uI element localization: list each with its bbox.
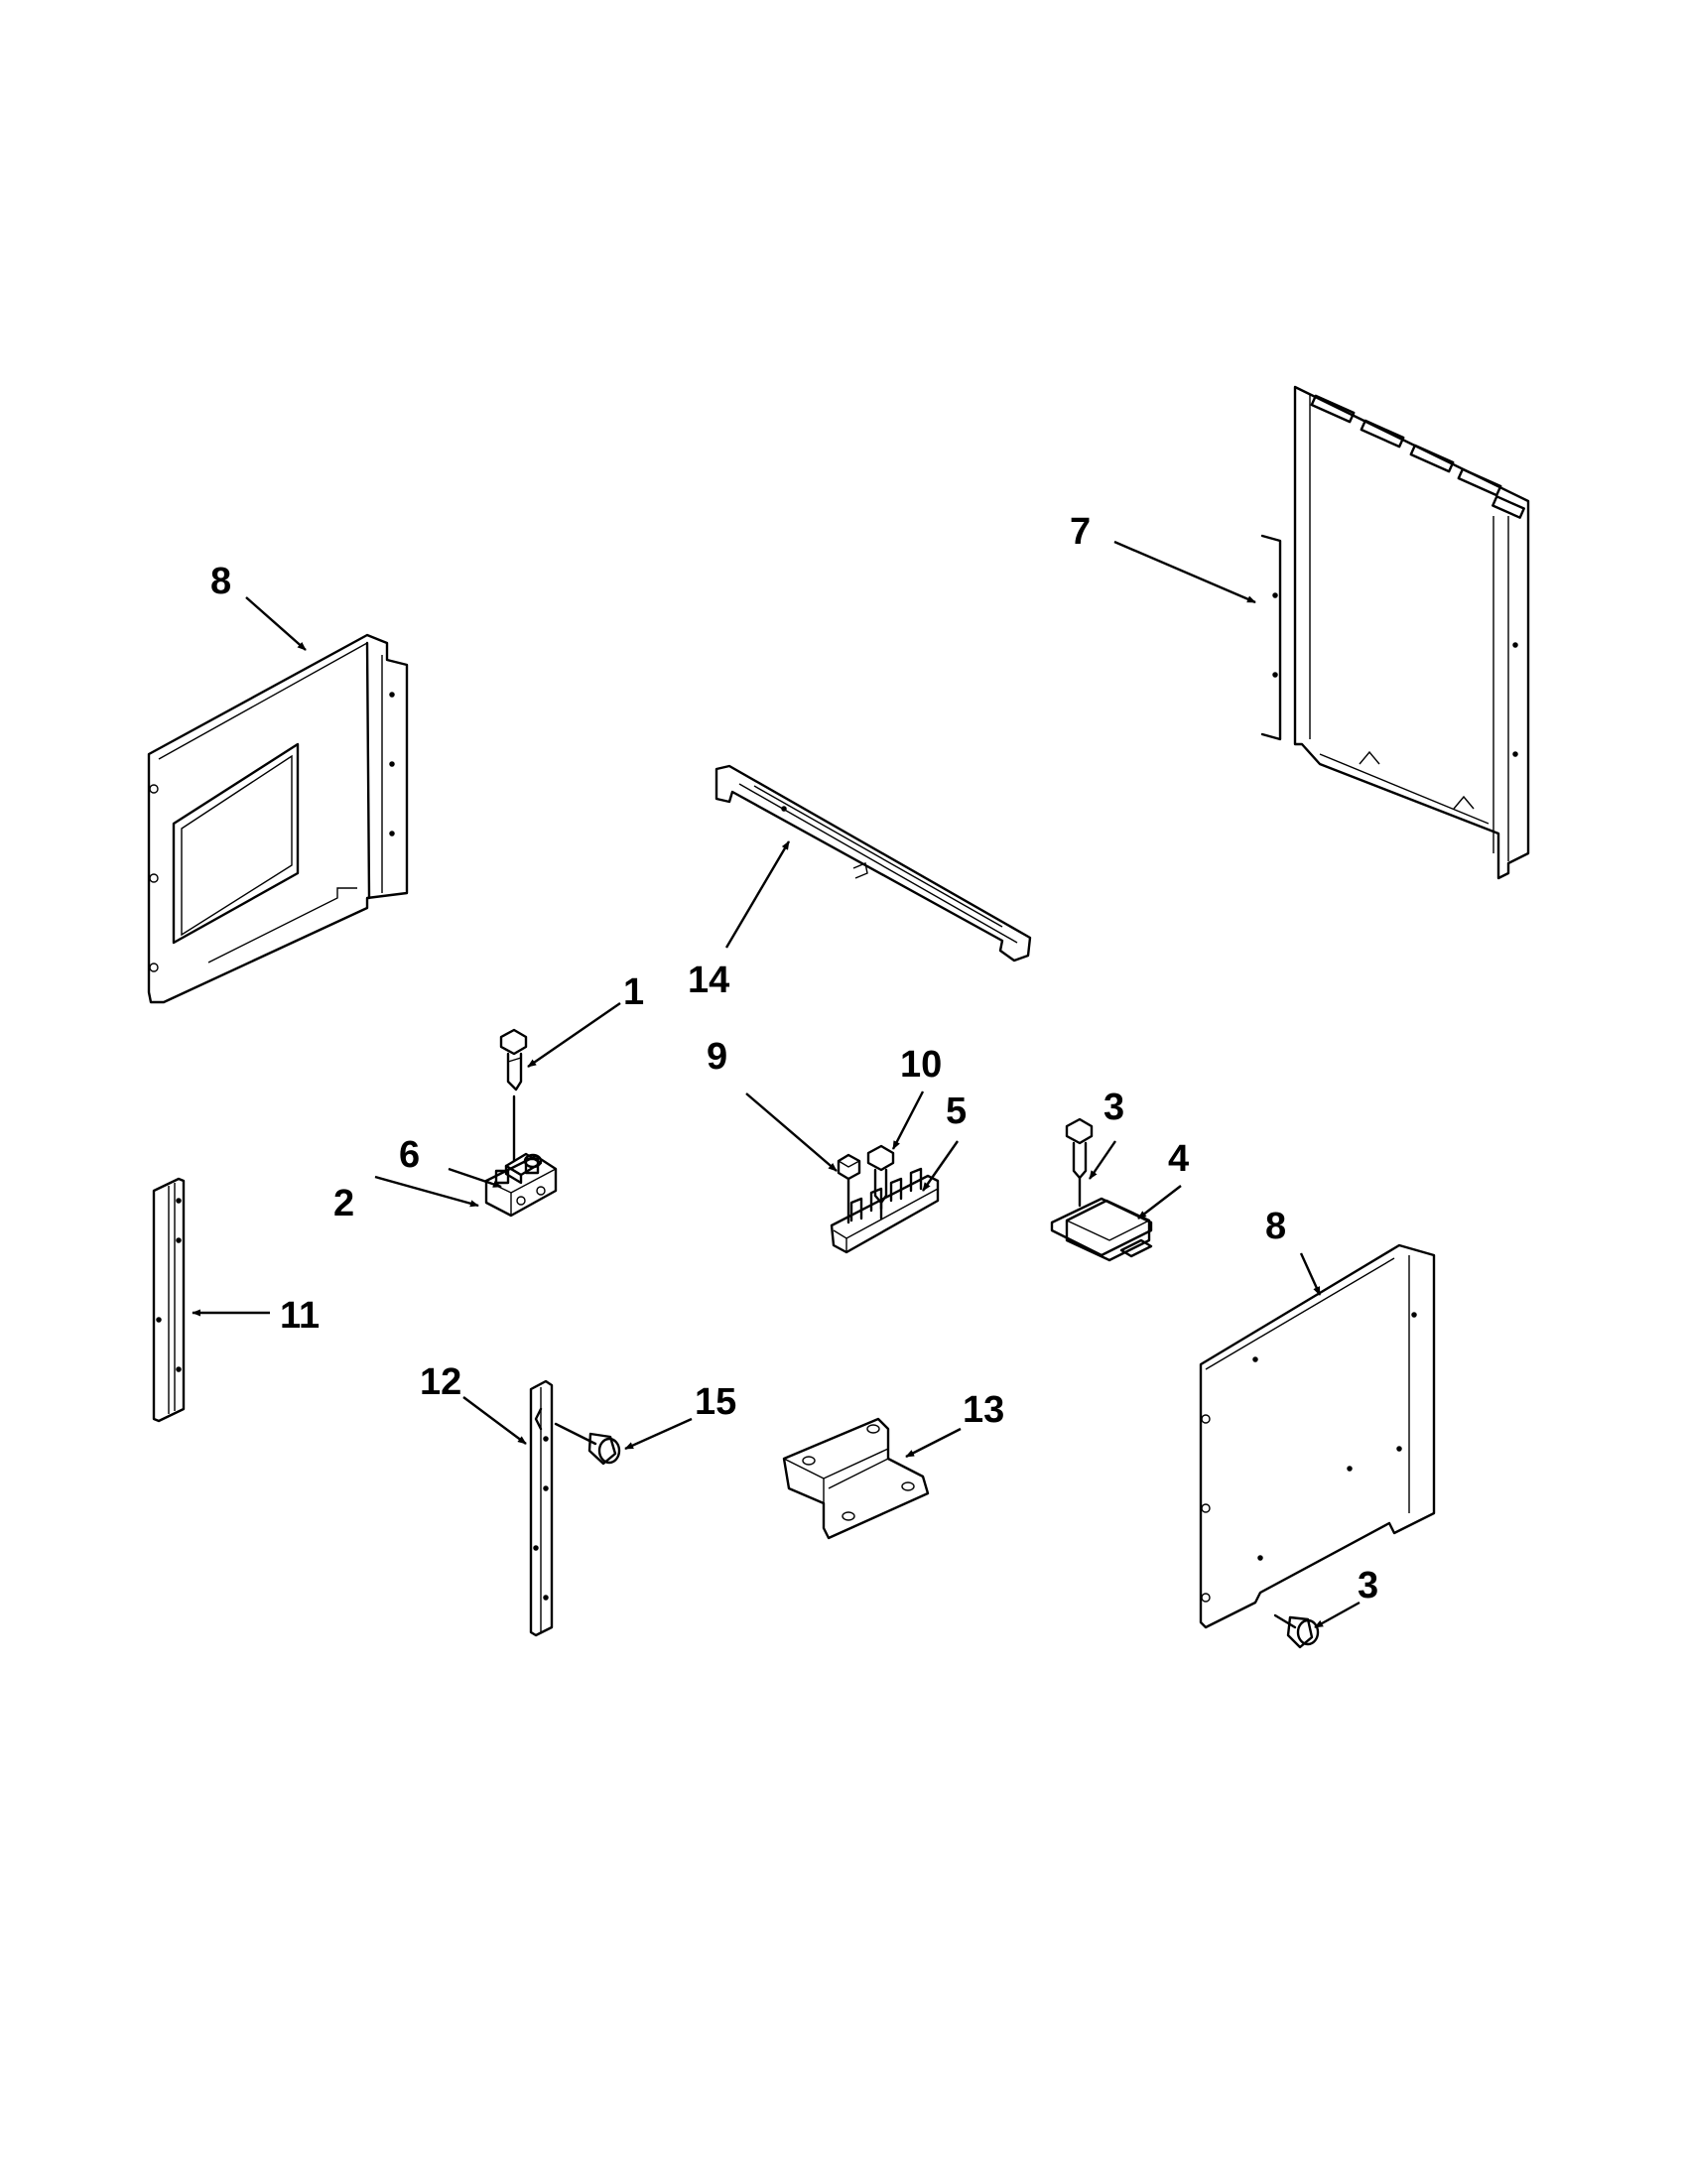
screw-1 [499, 1028, 528, 1092]
callout-7: 7 [1070, 511, 1091, 553]
callout-10: 10 [900, 1044, 942, 1086]
leader-lines [192, 540, 1361, 1629]
callout-4: 4 [1168, 1138, 1189, 1180]
callout-8-top: 8 [210, 561, 231, 602]
module-box-4 [1050, 1197, 1153, 1262]
screw-3-upper [1065, 1117, 1094, 1208]
callout-5: 5 [946, 1091, 967, 1132]
nut-9 [837, 1153, 861, 1224]
callout-11: 11 [280, 1295, 320, 1337]
callout-14: 14 [688, 960, 729, 1001]
terminal-block-5 [830, 1167, 940, 1254]
rear-panel-right [1260, 385, 1530, 880]
callout-2: 2 [333, 1183, 354, 1224]
bracket-11 [152, 1177, 186, 1423]
vent-slots [1310, 394, 1525, 519]
callout-6: 6 [399, 1134, 420, 1176]
side-panel-left [147, 633, 409, 1004]
fuse-block-2 [484, 1094, 558, 1218]
screw-3-lower [1273, 1613, 1320, 1649]
callout-13: 13 [963, 1389, 1004, 1431]
screw-15 [554, 1422, 621, 1466]
z-bracket-13 [782, 1417, 930, 1540]
bracket-12 [529, 1379, 554, 1637]
callout-9: 9 [707, 1036, 727, 1078]
callout-1: 1 [623, 971, 644, 1013]
callout-3-lower: 3 [1358, 1565, 1378, 1606]
callout-3-upper: 3 [1103, 1087, 1124, 1128]
callout-15: 15 [695, 1381, 736, 1423]
callout-8-lower: 8 [1265, 1206, 1286, 1247]
callout-labels: 8 7 14 1 9 10 5 3 4 6 2 8 11 12 15 13 3 [210, 511, 1378, 1606]
callout-12: 12 [420, 1361, 461, 1403]
rail-top-center [714, 764, 1032, 963]
side-panel-right [1199, 1243, 1436, 1629]
